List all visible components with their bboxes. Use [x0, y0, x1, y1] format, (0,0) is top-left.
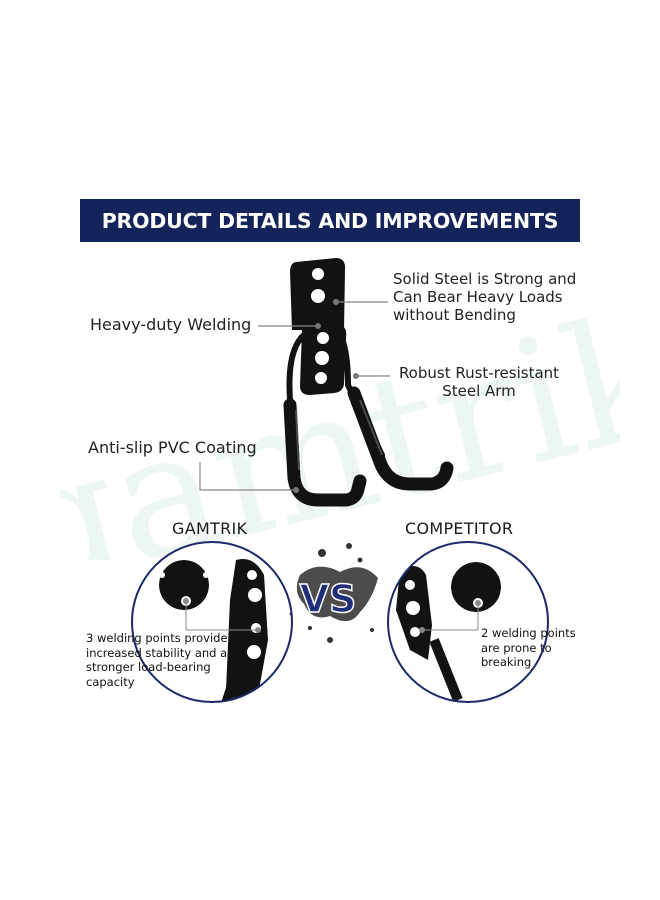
hook-wire-right: [323, 321, 385, 458]
right-brand-label: COMPETITOR: [405, 519, 514, 538]
hook-wire-left: [286, 327, 315, 483]
callout-solid-steel: Solid Steel is Strong and Can Bear Heavy…: [393, 270, 577, 324]
vs-emblem: VS: [296, 543, 378, 643]
right-note: 2 welding points are prone to breaking: [481, 626, 576, 669]
hook-arm-left: [283, 398, 367, 507]
callout-coating: Anti-slip PVC Coating: [88, 438, 257, 457]
left-note: 3 welding points provide increased stabi…: [86, 631, 228, 689]
gamtrik-detail-circle: [131, 541, 293, 703]
left-brand-label: GAMTRIK: [172, 519, 248, 538]
banner-title: PRODUCT DETAILS AND IMPROVEMENTS: [101, 208, 559, 233]
callout-rust: Robust Rust-resistant Steel Arm: [398, 364, 560, 400]
hook-arm-right: [347, 386, 454, 491]
competitor-detail-circle: [387, 541, 549, 703]
vs-text: VS: [300, 577, 357, 621]
title-banner: PRODUCT DETAILS AND IMPROVEMENTS: [80, 199, 580, 242]
callout-welding: Heavy-duty Welding: [90, 315, 252, 334]
